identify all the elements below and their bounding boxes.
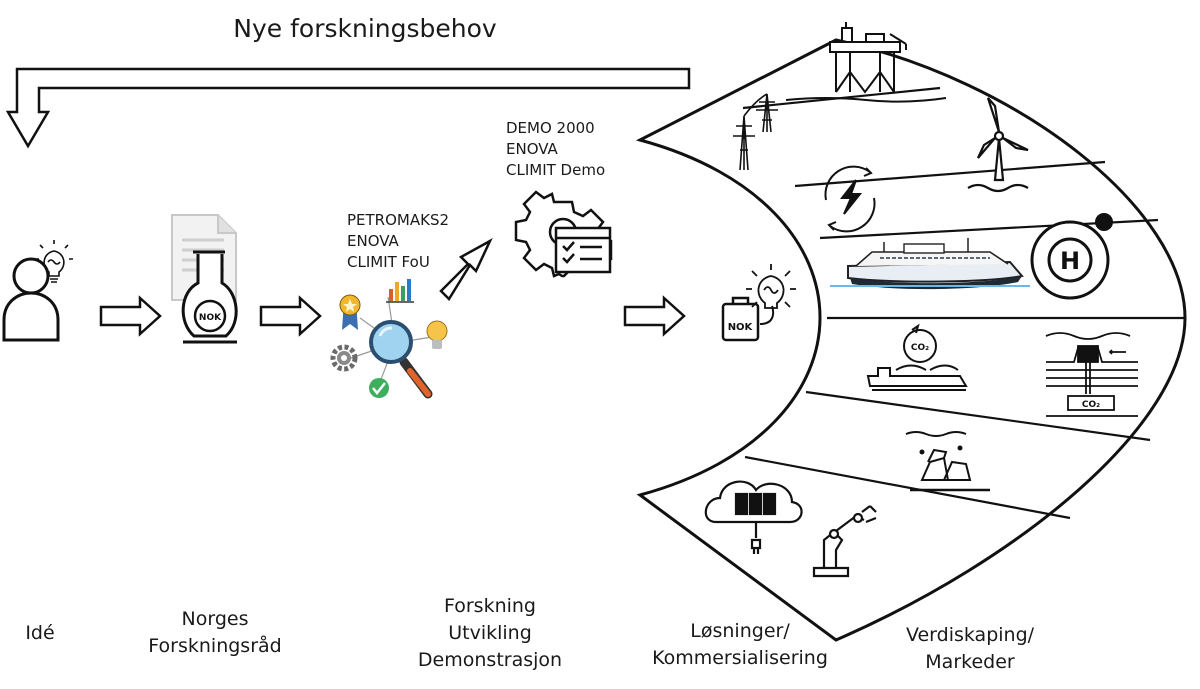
feedback-label: Nye forskningsbehov xyxy=(233,14,497,43)
lightbulb-icon xyxy=(426,320,448,349)
person-icon xyxy=(2,257,60,342)
hydrogen-icon: H xyxy=(1030,213,1113,300)
program-name: PETROMAKS2 xyxy=(347,211,450,229)
co2-ship-label: CO₂ xyxy=(911,343,929,353)
bar-chart-icon xyxy=(386,279,414,303)
research-cluster xyxy=(330,279,448,399)
energy-cycle-icon xyxy=(824,165,876,233)
co2-ship-icon: CO₂ xyxy=(866,323,968,391)
stage-arrow xyxy=(439,238,493,302)
stage-line: Demonstrasjon xyxy=(417,649,563,671)
co2-storage-label: CO₂ xyxy=(1082,400,1100,410)
stage-label-losninger: Løsninger/ Kommersialisering xyxy=(640,618,840,672)
minerals-icon xyxy=(905,431,990,492)
robot-arm-icon xyxy=(812,505,877,578)
demo-programs: DEMO 2000 ENOVA CLIMIT Demo xyxy=(506,118,605,181)
stage-line: Idé xyxy=(25,622,55,644)
stage-line: Løsninger/ xyxy=(690,620,790,642)
stage-arrow xyxy=(99,295,162,337)
stage-line: Norges xyxy=(181,608,249,630)
stage-label-ide: Idé xyxy=(0,620,80,647)
program-name: ENOVA xyxy=(347,232,399,250)
program-name: DEMO 2000 xyxy=(506,119,595,137)
hydrogen-label: H xyxy=(1060,247,1080,275)
stage-line: Forskning xyxy=(443,595,536,617)
oil-platform-icon xyxy=(785,22,947,103)
feedback-arrow xyxy=(5,67,691,149)
stage-label-fou: Forskning Utvikling Demonstrasjon xyxy=(400,593,580,674)
ferry-icon xyxy=(830,238,1030,290)
briefcase-label: NOK xyxy=(728,322,754,333)
cloud-server-icon xyxy=(704,480,803,554)
program-name: ENOVA xyxy=(506,140,558,158)
briefcase-icon: NOK xyxy=(721,296,775,342)
check-icon xyxy=(369,378,389,398)
program-name: CLIMIT Demo xyxy=(506,161,606,179)
flask-icon: NOK xyxy=(181,250,238,344)
co2-storage-icon: CO₂ xyxy=(1045,332,1138,417)
stage-label-verdiskaping: Verdiskaping/ Markeder xyxy=(880,622,1060,676)
magnifier-icon xyxy=(369,320,433,399)
stage-line: Utvikling xyxy=(448,622,532,644)
stage-arrow xyxy=(259,295,322,337)
stage-line: Verdiskaping/ xyxy=(905,624,1035,646)
stage-label-forskningsrad: Norges Forskningsråd xyxy=(130,606,300,660)
gear-icon xyxy=(330,344,358,372)
lightbulb-icon xyxy=(35,240,73,283)
stage-line: Markeder xyxy=(925,651,1015,673)
stage-line: Kommersialisering xyxy=(652,647,828,669)
power-pylon-icon xyxy=(733,93,778,171)
medal-icon xyxy=(339,294,361,330)
wind-turbine-icon xyxy=(967,97,1029,193)
stage-arrow xyxy=(623,295,686,337)
flask-label: NOK xyxy=(199,313,222,323)
stage-line: Forskningsråd xyxy=(148,635,282,657)
gear-checklist-icon xyxy=(514,190,613,278)
program-name: CLIMIT FoU xyxy=(347,253,430,271)
research-programs: PETROMAKS2 ENOVA CLIMIT FoU xyxy=(347,210,449,273)
lightbulb-icon xyxy=(746,264,796,309)
